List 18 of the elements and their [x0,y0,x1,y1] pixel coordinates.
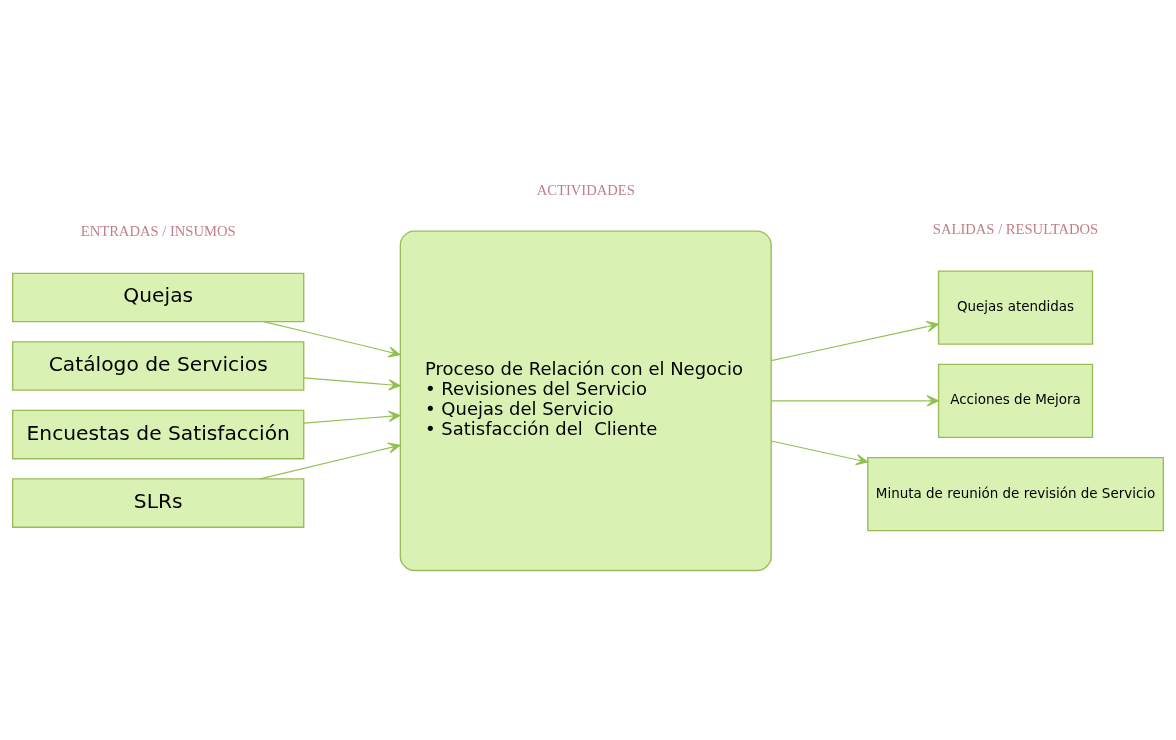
node-box: Acciones de Mejora [937,363,1094,438]
label: SALIDAS / RESULTADOS [932,220,1099,237]
arrow [263,320,401,357]
node-box: SLRs [12,477,305,528]
node-box: Minuta de reunión de revisión de Servicio [867,456,1164,531]
arrow [770,440,869,465]
node-box: Quejas atendidas [937,269,1094,345]
node-box: Quejas [12,272,305,322]
arrow [259,441,401,479]
arrow [770,320,939,361]
label: ACTIVIDADES [536,181,635,198]
node-box: Catálogo de Servicios [12,340,305,391]
arrow [303,410,401,424]
node-box: Proceso de Relación con el Negocio • Revisiones del Servicio • Quejas del Servicio • Satisfacción del Cliente [399,230,772,571]
arrow [303,376,401,390]
node-box: Encuestas de Satisfacción [12,409,305,459]
label: ENTRADAS / INSUMOS [80,222,236,239]
arrow [770,394,939,406]
